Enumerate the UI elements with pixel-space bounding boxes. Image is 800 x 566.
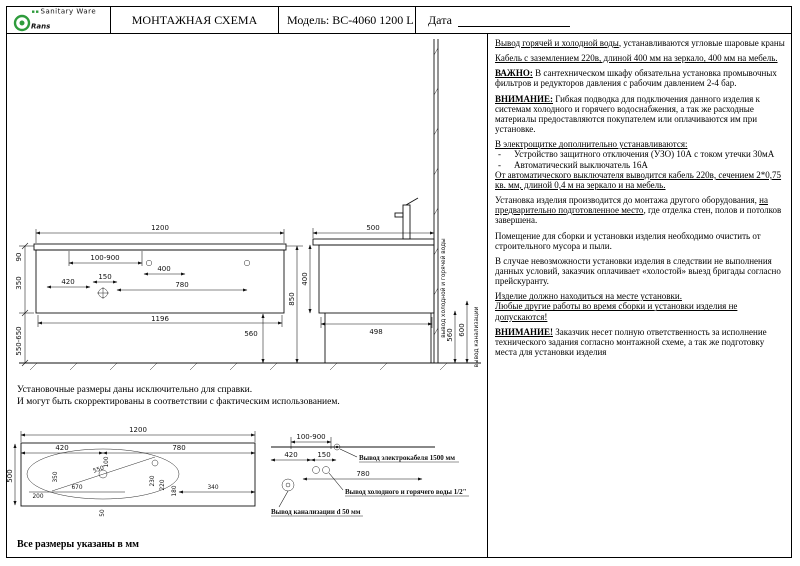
paragraph-on-site: Изделие должно находиться на месте устан… [495,291,738,322]
paragraph-attention-hoses: ВНИМАНИЕ: Гибкая подводка для подключени… [495,93,760,135]
attention2-lead: ВНИМАНИЕ! [495,326,553,337]
wall-hatch [433,47,439,336]
top-view-dim-lines [13,431,256,506]
top-view: 1200 500 420 780 100 550 350 670 200 230… [7,426,256,517]
front-outlet-symbols [97,259,251,299]
front-view: 1200 90 350 550-650 850 100-900 400 420 … [15,224,303,367]
outlet-dim-lines [270,437,423,508]
front-cabinet [33,243,287,314]
dim-850: 850 [288,292,296,305]
paragraph-idle-visit: В случае невозможности установки изделия… [495,255,781,287]
logo-tagline: Sanitary Ware [41,8,97,16]
instructions-panel: Вывод горячей и холодной воды, устанавли… [487,33,793,557]
side-wall-and-cabinet [312,39,439,363]
dim-560-side: 560 [446,328,454,341]
dim-90: 90 [15,253,23,262]
dim-500-top: 500 [7,469,14,482]
side-dim-lines [308,228,469,364]
document-title: МОНТАЖНАЯ СХЕМА [111,7,279,33]
dim-780-top: 780 [172,444,185,452]
dim-150: 150 [98,273,111,281]
paragraph-important: ВАЖНО: В сантехническом шкафу обязательн… [495,68,777,89]
dim-100-top: 100 [104,456,110,467]
paragraph-clean-room: Помещение для сборки и установки изделия… [495,230,761,251]
faucet [394,197,419,240]
outlet-symbols [281,443,341,492]
paragraph-cable-spec: От автоматического выключателя выводится… [495,169,782,190]
title-block-header: Sanitary Ware Rans МОНТАЖНАЯ СХЕМА Модел… [7,7,791,34]
dim-670-top: 670 [71,485,82,491]
dim-550-top: 550 [92,465,105,474]
paragraph-cable: Кабель с заземлением 220в, длиной 400 мм… [495,53,778,64]
dim-420: 420 [61,278,74,286]
date-blank-line [457,13,570,27]
reference-note: Установочные размеры даны исключительно … [17,384,340,408]
dim-420-outlet: 420 [284,451,297,459]
dim-500: 500 [366,224,379,232]
brand-logo: Sanitary Ware Rans [7,7,111,33]
paragraph-lead: Вывод горячей и холодной воды [495,38,619,48]
label-sewer-outlet-vertical: вывод канализации [474,306,480,367]
dim-350: 350 [15,276,23,289]
page-frame: Sanitary Ware Rans МОНТАЖНАЯ СХЕМА Модел… [6,6,792,558]
list-item-rcd: -Устройство защитного отключения (УЗО) 1… [498,149,775,160]
model-number: Модель: BC-4060 1200 L [279,7,416,33]
dim-200-top: 200 [32,494,43,500]
dim-780-outlet: 780 [356,470,369,478]
label-sewer-outlet: Вывод канализации d 50 мм [271,508,361,516]
sink-bowl [26,448,180,500]
paragraph-water-outlet: Вывод горячей и холодной воды, устанавли… [495,38,785,48]
dim-550-650: 550-650 [15,326,23,355]
dim-780: 780 [175,281,188,289]
attention-lead: ВНИМАНИЕ: [495,93,553,104]
dim-50-top: 50 [100,509,106,517]
reference-note-line1: Установочные размеры даны исключительно … [17,385,253,395]
paragraph-attention-responsibility: ВНИМАНИЕ! Заказчик несет полную ответств… [495,326,767,358]
dim-100-900-outlet: 100-900 [296,433,325,441]
dim-100-900: 100-900 [90,254,119,262]
front-dim-lines [19,229,303,367]
dim-1200-top: 1200 [129,426,147,434]
dim-350-top: 350 [53,471,59,482]
dim-600: 600 [458,323,466,336]
floor-line [19,362,481,371]
units-note: Все размеры указаны в мм [17,539,139,550]
date-field: Дата [416,7,791,33]
outlet-view: 100-900 420 150 780 Вывод электрокабеля … [270,433,469,517]
dim-560: 560 [244,330,257,338]
dim-width-1200: 1200 [151,224,169,232]
dim-400-side: 400 [301,272,309,285]
dim-220-top: 220 [160,479,166,490]
paragraph-electrical-panel: В электрощитке дополнительно устанавлива… [495,139,786,190]
date-label: Дата [428,12,452,27]
dim-150-outlet: 150 [317,451,330,459]
reference-note-line2: И могут быть скорректированы в соответст… [17,397,340,408]
side-view: 500 400 498 560 600 вывод холодной и гор… [301,39,480,367]
label-cable-outlet: Вывод электрокабеля 1500 мм [359,454,455,462]
orans-logo-icon: Sanitary Ware Rans [13,8,97,31]
technical-drawing: 1200 90 350 550-650 850 100-900 400 420 … [7,39,481,517]
label-water-outlet: Вывод холодного и горячего воды 1/2" [345,488,467,496]
top-view-outline [20,442,256,507]
dim-420-top: 420 [55,444,68,452]
paragraph-installation-order: Установка изделия производится до монтаж… [495,195,782,226]
dim-340-top: 340 [207,485,218,491]
dim-230-top: 230 [150,475,156,486]
dim-180-top: 180 [172,485,178,496]
list-item-breaker: -Автоматический выключатель 16А [498,159,648,170]
important-lead: ВАЖНО: [495,68,533,79]
label-water-outlet-vertical: вывод холодной и горячей воды [440,238,447,338]
dim-498: 498 [369,328,382,336]
dim-400: 400 [157,265,170,273]
dim-1196: 1196 [151,315,169,323]
logo-brand-text: Rans [31,22,50,30]
